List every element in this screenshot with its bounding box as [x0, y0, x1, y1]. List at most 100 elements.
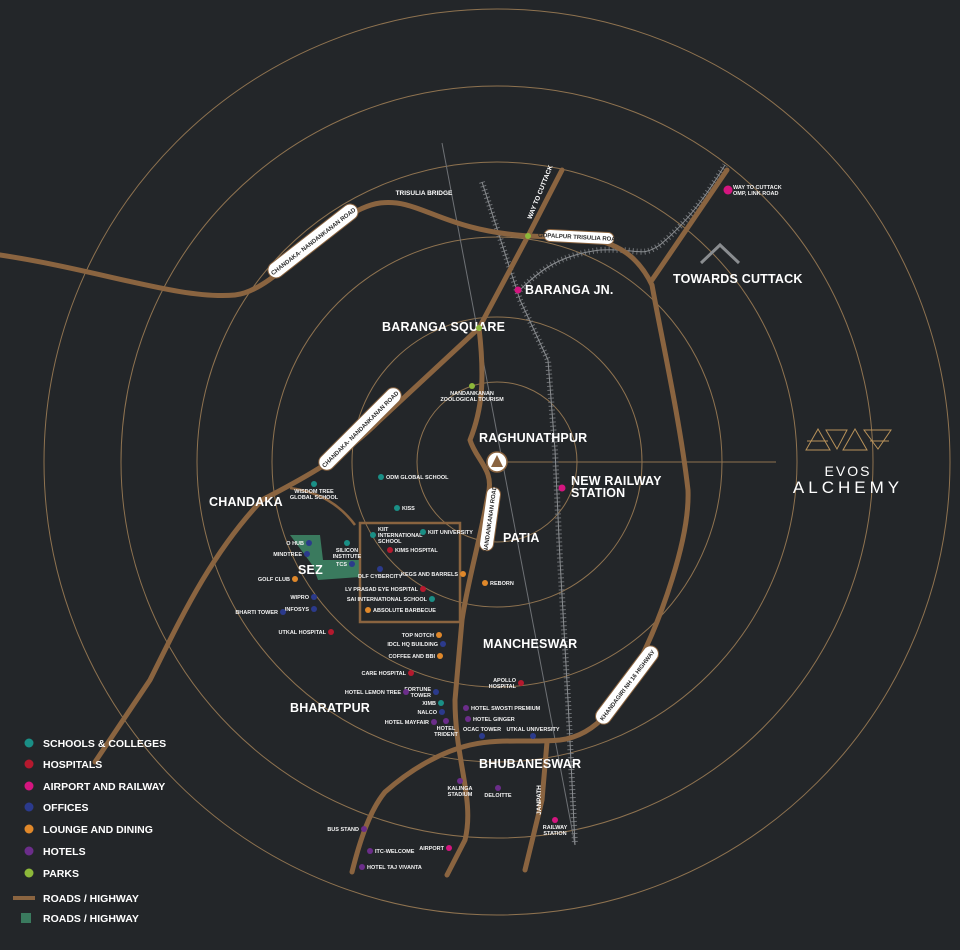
poi-marker-schools [370, 532, 376, 538]
poi-marker-hospitals [328, 629, 334, 635]
poi-sai-international-school[interactable]: SAI INTERNATIONAL SCHOOL [347, 596, 435, 603]
legend-label: AIRPORT AND RAILWAY [43, 781, 165, 793]
poi-coffee-and-bbi[interactable]: COFFEE AND BBI [388, 653, 443, 660]
road-label-chandaka-nandankanan-2: CHANDAKA- NANDANKANAN ROAD [318, 387, 402, 471]
poi-marker-parks [525, 233, 531, 239]
poi-golf-club[interactable]: GOLF CLUB [258, 576, 298, 583]
brand-name-line2: ALCHEMY [793, 478, 903, 497]
poi-label-line: GLOBAL SCHOOL [290, 495, 339, 501]
area-bhubaneswar: BHUBANESWAR [479, 757, 581, 771]
poi-label-line: HOTEL TAJ VIVANTA [367, 865, 422, 871]
poi-kiss[interactable]: KISS [394, 505, 415, 512]
poi-label-line: SILICON [336, 548, 358, 554]
poi-label: TOP NOTCH [402, 633, 434, 639]
poi-airport[interactable]: AIRPORT [419, 845, 452, 852]
poi-kims-hospital[interactable]: KIMS HOSPITAL [387, 547, 438, 554]
poi-o-hub[interactable]: O HUB [286, 540, 312, 547]
poi-hotel-taj-vivanta[interactable]: HOTEL TAJ VIVANTA [359, 864, 422, 871]
poi-deloitte[interactable]: DELOITTE [484, 785, 512, 799]
poi-absolute-barbecue[interactable]: ABSOLUTE BARBECUE [365, 607, 436, 614]
poi-infosys[interactable]: INFOSYS [285, 606, 317, 613]
poi-kegs-and-barrels[interactable]: KEGS AND BARRELS [401, 571, 466, 578]
poi-utkal-hospital[interactable]: UTKAL HOSPITAL [279, 629, 334, 636]
area-mancheswar: MANCHESWAR [483, 637, 577, 651]
poi-marker-hotels [465, 716, 471, 722]
legend-label: OFFICES [43, 802, 89, 814]
poi-itc-welcome[interactable]: ITC-WELCOME [367, 848, 415, 855]
poi-airport_railway[interactable] [514, 286, 522, 294]
poi-marker-airport_railway [552, 817, 558, 823]
poi-care-hospital[interactable]: CARE HOSPITAL [361, 670, 414, 677]
poi-wipro[interactable]: WIPRO [290, 594, 317, 601]
legend-dot-icon [24, 868, 34, 878]
poi-label: REBORN [490, 581, 514, 587]
poi-bus-stand[interactable]: BUS STAND [327, 826, 367, 833]
poi-label-line: OMP, LINK ROAD [733, 191, 778, 197]
poi-idcl-hq-building[interactable]: IDCL HQ BUILDING [387, 641, 446, 648]
zone-swatch-icon [21, 913, 31, 923]
poi-marker-airport_railway [446, 845, 452, 851]
poi-airport_railway[interactable] [558, 484, 566, 492]
poi-tcs[interactable]: TCS [336, 561, 355, 568]
poi-hotel-mayfair[interactable]: HOTEL MAYFAIR [385, 719, 437, 726]
poi-hotel-lemon-tree[interactable]: HOTEL LEMON TREE [345, 689, 409, 696]
poi-label-line: SCHOOL [378, 539, 402, 545]
legend-item-offices: OFFICES [24, 802, 89, 814]
poi-odm-global-school[interactable]: ODM GLOBAL SCHOOL [378, 474, 449, 481]
poi-label-line: INTERNATIONAL [378, 533, 423, 539]
poi-reborn[interactable]: REBORN [482, 580, 514, 587]
poi-kiit-university[interactable]: KIIT UNIVERSITY [420, 529, 473, 536]
poi-hotel-ginger[interactable]: HOTEL GINGER [465, 716, 515, 723]
poi-label: HOTEL LEMON TREE [345, 690, 401, 696]
poi-marker-lounge [292, 576, 298, 582]
poi-ximb[interactable]: XIMB [422, 700, 444, 707]
poi-label-line: INFOSYS [285, 607, 309, 613]
poi-marker-hotels [463, 705, 469, 711]
road-label-khandagiri: KHANDAGIRI NH 16 HIGHWAY [595, 645, 659, 725]
poi-top-notch[interactable]: TOP NOTCH [402, 632, 442, 639]
poi-label-line: CARE HOSPITAL [361, 671, 406, 677]
poi-label-line: KEGS AND BARRELS [401, 572, 458, 578]
poi-mindtree[interactable]: MINDTREE [273, 551, 310, 558]
rail-track-line [481, 181, 576, 846]
poi-label-line: XIMB [422, 701, 436, 707]
legend-label: ROADS / HIGHWAY [43, 893, 139, 905]
legend-label: SCHOOLS & COLLEGES [43, 738, 166, 750]
poi-lv-prasad-eye-hospital[interactable]: LV PRASAD EYE HOSPITAL [345, 586, 426, 593]
poi-marker-parks [476, 325, 482, 331]
poi-marker-schools [420, 529, 426, 535]
project-location-marker[interactable] [486, 451, 508, 473]
poi-marker-offices [304, 551, 310, 557]
poi-utkal-university[interactable]: UTKAL UNIVERSITY [506, 727, 560, 739]
poi-label: ODM GLOBAL SCHOOL [386, 475, 449, 481]
poi-parks[interactable] [525, 233, 531, 239]
poi-label-line: TOP NOTCH [402, 633, 434, 639]
poi-label: UTKAL HOSPITAL [279, 630, 327, 636]
triangle-icon [491, 455, 503, 467]
poi-marker-offices [311, 606, 317, 612]
poi-marker-schools [344, 540, 350, 546]
poi-parks[interactable] [476, 325, 482, 331]
poi-label: LV PRASAD EYE HOSPITAL [345, 587, 418, 593]
poi-ocac-tower[interactable]: OCAC TOWER [463, 727, 501, 739]
legend-label: LOUNGE AND DINING [43, 824, 153, 836]
road-label-text: CHANDAKA- NANDANKANAN ROAD [271, 207, 358, 277]
poi-hotel-swosti-premium[interactable]: HOTEL SWOSTI PREMIUM [463, 705, 541, 712]
poi-dlf-cybercity[interactable]: DLF CYBERCITY [358, 566, 402, 580]
poi-label-line: KIIT [378, 527, 389, 533]
poi-bharti-tower[interactable]: BHARTI TOWER [235, 609, 286, 616]
poi-nalco[interactable]: NALCO [417, 709, 445, 716]
